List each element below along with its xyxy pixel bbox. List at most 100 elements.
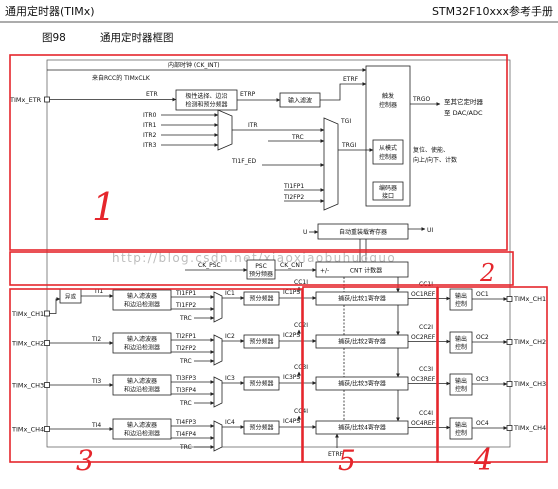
encoder-line-1: 编码器 [379,184,397,192]
ch2-icps-label: IC2PS [283,332,300,339]
ch4-icps-label: IC4PS [283,418,300,425]
ch2-oc-label: OC2 [476,334,489,341]
ch3-trc-label: TRC [179,400,192,407]
ch2-ocref-label: OC2REF [411,334,436,341]
ch4-oc-label: OC4 [476,420,489,427]
rcc-clock-label: 来自RCC的 TIMxCLK [92,74,151,82]
ch1-icps-label: IC1PS [283,289,300,296]
ch3-oc-label: OC3 [476,376,489,383]
ch4-prescaler-label: 预分频器 [249,424,273,432]
trgo-label: TRGO [412,96,430,103]
polarity-block-line-1: 极性选择、边沿 [185,92,227,100]
ch4-trc-label: TRC [179,444,192,451]
psc-sublabel: 预分频器 [249,270,273,278]
ch2-trc-label: TRC [179,358,192,365]
ch2-filter-line-2: 和边沿检测器 [124,344,160,352]
ch1-output-pin-label: TIMx_CH1 [513,295,546,303]
ch2-output-control-line-2: 控制 [455,343,467,351]
ch2-output-control-line-1: 输出 [455,335,467,343]
trigger-selector-mux [323,117,339,211]
ck-psc-label: CK_PSC [198,262,221,269]
ch2-output-pin [506,339,513,345]
internal-clock-label: 内部时钟 (CK_INT) [168,61,220,69]
ch3-filter-line-2: 和边沿检测器 [124,386,160,394]
slave-outputs-line-1: 复位、使能、 [413,146,449,154]
ti2fp2-label: TI2FP2 [283,194,304,201]
ch2-prescaler-block [243,334,280,349]
figure-title: 通用定时器框图 [100,31,174,44]
ch2-capture-interrupt-label: CC2I [294,322,308,329]
ch3-ic-label: IC3 [225,375,235,382]
annotation-number-2: 2 [479,259,495,287]
ch4-ti-label: TI4 [91,422,101,429]
ch2-output-pin-label: TIMx_CH2 [513,338,546,346]
psc-prescaler-block [246,259,276,280]
ch3-prescaler-label: 预分频器 [249,380,273,388]
ch1-ti-label: TI1 [93,288,103,295]
trigger-controller-line-2: 控制器 [379,101,397,109]
ch3-input-pin [44,382,50,388]
etr-pin [44,96,50,103]
itr0-label: ITR0 [143,112,157,119]
ti1f-ed-label: TI1F_ED [231,158,256,165]
ch4-input-pin [44,426,50,432]
annotation-number-5: 5 [338,444,356,477]
itr3-label: ITR3 [143,142,157,149]
ch4-register-label: 捕获/比较4寄存器 [338,424,386,432]
ch2-fp-b-label: TI2FP2 [175,345,196,352]
ch3-output-pin-label: TIMx_CH3 [513,380,546,388]
ch4-output-control-block [449,417,473,440]
ch3-prescaler-block [243,376,280,391]
ch4-ocref-label: OC4REF [411,420,436,427]
ch1-prescaler-label: 预分频器 [249,295,273,303]
trc-label: TRC [291,134,304,141]
ch1-output-control-line-2: 控制 [455,300,467,308]
itr2-label: ITR2 [143,132,157,139]
ch1-output-pin [506,296,513,302]
ch1-filter-line-1: 输入滤波器 [127,292,157,300]
ch2-output-control-block [449,331,473,354]
ch4-output-control-line-2: 控制 [455,429,467,437]
ch4-filter-line-2: 和边沿检测器 [124,430,160,438]
annotation-region-5 [302,286,438,463]
auto-reload-register [317,223,409,240]
ch3-fp-b-label: TI3FP4 [175,387,196,394]
slave-mode-controller-block [372,139,404,165]
annotation-number-3: 3 [76,444,94,477]
ch1-capture-interrupt-label: CC1I [294,279,308,286]
ch2-input-pin-label: TIMx_CH2 [11,340,44,348]
ch3-output-control-line-1: 输出 [455,377,467,385]
chip-boundary [46,59,511,448]
ch2-compare-interrupt-label: CC2I [419,324,433,331]
ch3-fp-a-label: TI3FP3 [175,375,196,382]
ti1fp1-label: TI1FP1 [283,183,304,190]
trgi-label: TRGI [341,142,356,149]
ch1-prescaler-block [243,291,280,306]
figure-number: 图98 [42,32,66,44]
slave-mode-line-1: 从模式 [379,144,397,152]
ch1-trc-label: TRC [179,315,192,322]
trgo-target-dac-adc: 至 DAC/ADC [444,109,483,117]
xor-gate-label: 异或 [65,293,77,301]
ch4-input-filter-block [112,418,172,440]
ch2-fp-a-label: TI2FP1 [175,333,196,340]
annotation-region-3 [9,288,303,463]
capture-compare-channels: TIMx_CH1异或TI1输入滤波器和边沿检测器TI1FP1TI1FP2TRCI… [11,277,546,452]
ocref-clear-etrf-label: ETRF [328,451,344,458]
etr-pin-label: TIMx_ETR [9,96,42,104]
ch3-ti-label: TI3 [91,378,101,385]
cnt-counter-label: CNT 计数器 [350,267,382,275]
ch1-input-pin [44,310,50,317]
ch2-ic-label: IC2 [225,333,235,340]
etrp-label: ETRP [240,91,256,98]
auto-reload-label: 自动重装载寄存器 [339,228,387,236]
ch2-ti-label: TI2 [91,336,101,343]
ch4-ic-label: IC4 [225,419,235,426]
etrf-line [320,82,367,101]
encoder-line-2: 接口 [382,192,394,200]
annotation-region-2 [9,251,514,286]
ch3-input-mux [213,376,223,408]
ch1-register-label: 捕获/比较1寄存器 [338,295,386,303]
ch3-capture-interrupt-label: CC3I [294,364,308,371]
